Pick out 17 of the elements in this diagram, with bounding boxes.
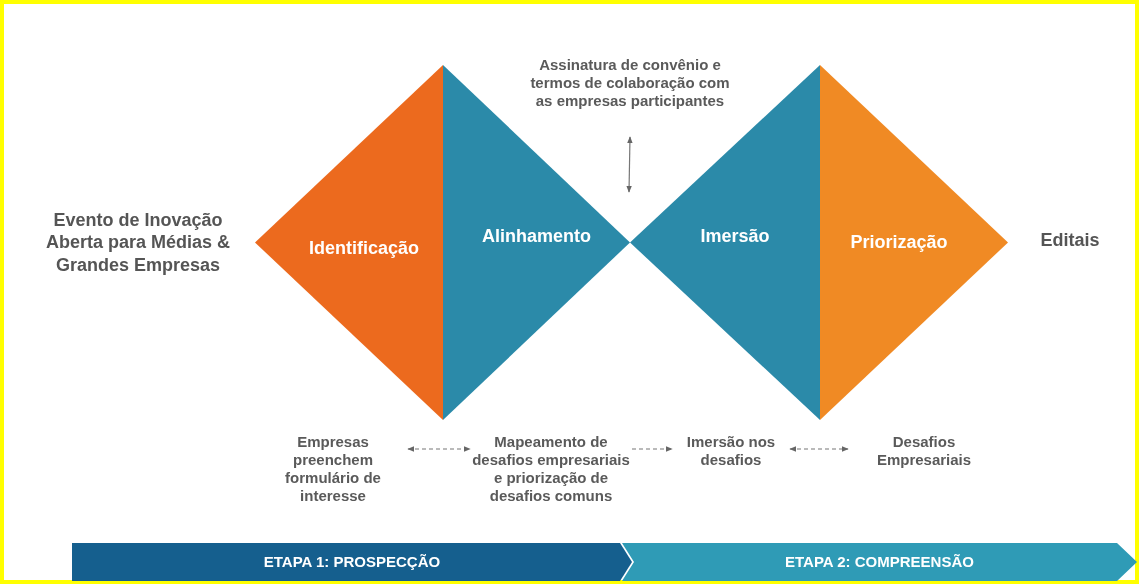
stage-label: ETAPA 1: PROSPECÇÃO bbox=[263, 553, 441, 571]
arrow bbox=[631, 446, 673, 452]
stage-label: ETAPA 2: COMPREENSÃO bbox=[785, 553, 974, 571]
description-text: Empresas preenchem formulário de interesse bbox=[284, 433, 382, 505]
description-text: Imersão nos desafios bbox=[685, 433, 777, 469]
phase-label: Identificação bbox=[309, 237, 419, 260]
description-text: Mapeamento de desafios empresariais e priorização de desafios comuns bbox=[471, 433, 631, 505]
arrow bbox=[407, 446, 471, 452]
phase-label: Imersão bbox=[700, 225, 770, 248]
side-label: Evento de Inovação Aberta para Médias & Grandes Empresas bbox=[44, 208, 232, 277]
phase-label: Priorização bbox=[850, 231, 948, 254]
side-label: Editais bbox=[1040, 228, 1100, 252]
phase-label: Alinhamento bbox=[482, 225, 591, 248]
arrow bbox=[789, 446, 849, 452]
description-text: Desafios Empresariais bbox=[875, 433, 973, 469]
arrow bbox=[626, 136, 633, 193]
description-text: Assinatura de convênio e termos de colaboração com as empresas participantes bbox=[529, 56, 731, 110]
